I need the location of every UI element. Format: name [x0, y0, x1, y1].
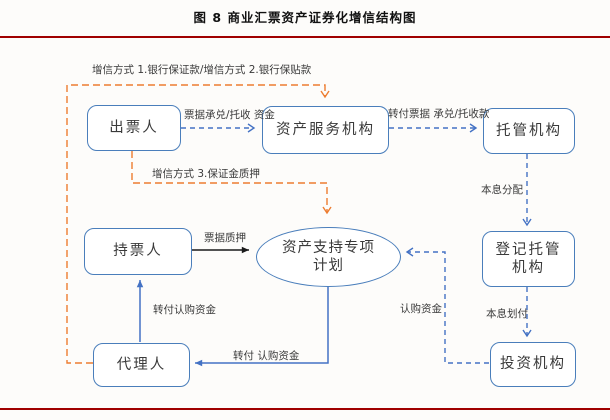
connector-investor-to-spv: [405, 247, 489, 364]
node-holder: 持票人: [84, 228, 192, 275]
label-transfer-subscription-funds-vertical: 转付认购资金: [153, 304, 216, 316]
label-enhancement-1-2: 增信方式 1.银行保证款/增信方式 2.银行保贴款: [92, 64, 312, 76]
node-custodian: 托管机构: [483, 108, 575, 154]
node-registrar-label-line1: 登记托管: [495, 241, 562, 258]
node-custodian-label: 托管机构: [496, 122, 562, 139]
node-drawer-label: 出票人: [109, 119, 159, 136]
label-transfer-bill-funds: 转付票据 承兑/托收款: [388, 108, 490, 120]
label-bill-acceptance-funds: 票据承兑/托收 资金: [184, 109, 275, 121]
node-spv-label-line2: 计划: [313, 258, 344, 274]
node-registrar: 登记托管 机构: [482, 231, 575, 287]
node-asset-servicer-label: 资产服务机构: [276, 121, 375, 138]
node-investor-label: 投资机构: [500, 356, 566, 373]
node-agent-label: 代理人: [116, 356, 167, 373]
label-principal-interest-payment: 本息划付: [486, 308, 528, 320]
figure-title: 图 8 商业汇票资产证券化增信结构图: [193, 10, 417, 25]
node-asset-servicer: 资产服务机构: [262, 106, 389, 154]
label-principal-interest-distribution: 本息分配: [481, 184, 523, 196]
node-spv: 资产支持专项 计划: [256, 227, 401, 287]
label-transfer-subscription-funds-horizontal: 转付 认购资金: [233, 350, 300, 362]
label-enhancement-3: 增信方式 3.保证金质押: [152, 168, 260, 180]
node-agent: 代理人: [93, 343, 190, 387]
node-drawer: 出票人: [87, 105, 181, 151]
node-registrar-label-line2: 机构: [512, 260, 545, 276]
label-subscription-funds: 认购资金: [400, 303, 442, 315]
label-bill-pledge: 票据质押: [204, 232, 246, 244]
node-holder-label: 持票人: [113, 243, 163, 260]
bottom-red-rule: [0, 408, 610, 410]
node-spv-label-line1: 资产支持专项: [282, 239, 375, 256]
connector-drawer-enhancement-to-spv: [131, 151, 332, 215]
connector-spv-to-agent: [195, 286, 329, 367]
node-investor: 投资机构: [490, 342, 576, 387]
top-red-rule: [0, 36, 610, 38]
connector-agent-enhancement-to-servicer: [66, 84, 330, 364]
